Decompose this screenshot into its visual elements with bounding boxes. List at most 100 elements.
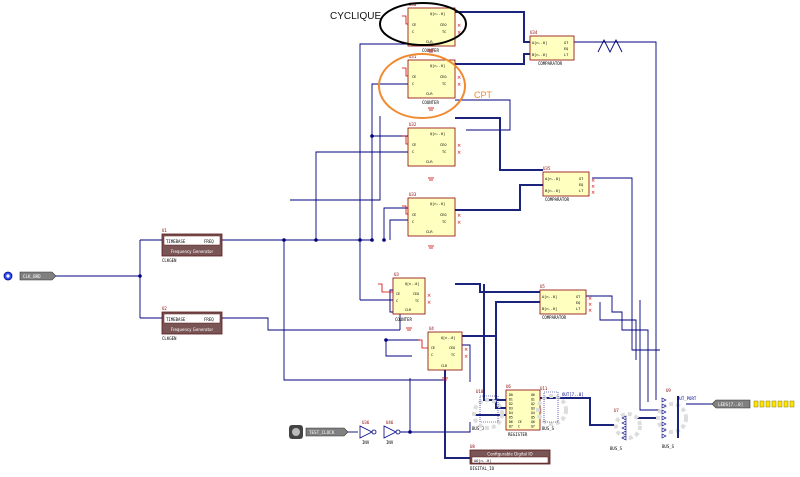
svg-text:×: × xyxy=(457,23,461,29)
pin-q: Q[n..0] xyxy=(430,202,445,206)
digital-io-name: DIGITAL_IO xyxy=(470,466,495,471)
pin-ceo: CEO xyxy=(440,75,447,79)
pin-eq: EQ xyxy=(579,183,583,187)
counter-u32[interactable]: U32 Q[n..0] CE C CEO TC CLR ×× xyxy=(407,122,461,167)
bus-joiner-name: BUS_J xyxy=(472,426,484,431)
svg-text:×: × xyxy=(464,347,468,353)
bus-joiner-u7[interactable]: U7 BUS_S xyxy=(610,408,642,451)
digital-io-ref: U8 xyxy=(470,444,475,449)
wires xyxy=(56,41,712,433)
svg-text:×: × xyxy=(588,296,592,302)
counter-u4[interactable]: U4 Q[n..0] CE C CEO TC CLR ×× xyxy=(427,326,468,371)
generator-name: CLKGEN xyxy=(162,336,177,341)
bus-joiner-u11[interactable]: U11 BUS_S xyxy=(536,386,568,431)
svg-text:×: × xyxy=(591,178,595,184)
pin-clr: CLR xyxy=(426,92,433,96)
register-u6[interactable]: U6 D0 D1 D2 D3 D4 D5 D6 D7 Q0 Q1 Q2 Q3 Q… xyxy=(505,384,542,437)
pin-q7: Q7 xyxy=(531,425,535,429)
svg-text:×: × xyxy=(457,82,461,88)
pin-a: A[n..0] xyxy=(532,41,547,45)
bus-joiner-ref: U7 xyxy=(614,408,619,413)
pin-c: C xyxy=(412,150,414,154)
generator-title: Frequency Generator xyxy=(171,249,214,254)
pin-tc: TC xyxy=(451,353,455,357)
pin-ce: CE xyxy=(412,213,416,217)
test-clock-port[interactable]: TEST_CLOCK xyxy=(305,427,349,437)
pin-ceo: CEO xyxy=(440,213,447,217)
pin-a: A[n..0] xyxy=(542,295,557,299)
generator-ref: U1 xyxy=(162,228,167,233)
pin-lt: LT xyxy=(579,189,584,193)
pin-clr: CLR xyxy=(441,364,448,368)
inverter-ref: U36 xyxy=(362,420,370,425)
pin-q2: Q2 xyxy=(531,402,535,406)
digital-io-u8[interactable]: U8 Configurable Digital IO AO[n..0] DIGI… xyxy=(469,444,551,471)
bus-joiner-u10[interactable]: U10 BUS_J xyxy=(472,389,504,431)
bus-joiner-name: BUS_S xyxy=(662,444,675,449)
digital-io-title: Configurable Digital IO xyxy=(487,452,532,457)
comparator-ref: U34 xyxy=(530,30,538,35)
pin-c: C xyxy=(412,30,414,34)
pin-a: A[n..0] xyxy=(545,177,560,181)
leds-output-port[interactable]: LEDS[7..0] xyxy=(711,399,751,409)
pin-tc: TC xyxy=(442,150,446,154)
bus-net-label: OUT[7..0] xyxy=(562,392,584,397)
pin-ceo: CEO xyxy=(440,143,447,147)
pin-q6: Q6 xyxy=(531,420,535,424)
gear-watermark-icon xyxy=(472,398,504,430)
generator-name: CLKGEN xyxy=(162,258,177,263)
pin-d0: D0 xyxy=(509,393,513,397)
pin-timebase: TIMEBASE xyxy=(166,239,186,244)
pin-q4: Q4 xyxy=(531,411,535,415)
inverter-u46[interactable]: U46 INV xyxy=(383,420,401,445)
bus-joiner-ref: U11 xyxy=(540,386,548,391)
bus-joiner-ref: U10 xyxy=(476,389,484,394)
leds-port-label: LEDS[7..0] xyxy=(718,402,743,407)
pin-q: Q[n..0] xyxy=(430,12,445,16)
counter-u31[interactable]: U31 Q[n..0] CE C CEO TC CLR COUNTER ×× xyxy=(407,54,461,105)
led-array-icon xyxy=(753,400,795,408)
pin-gt: GT xyxy=(564,41,569,45)
generator-ref: U2 xyxy=(162,306,167,311)
zigzag-wire xyxy=(597,38,623,54)
pin-ce: CE xyxy=(412,75,416,79)
test-clock-label: TEST_CLOCK xyxy=(309,430,335,435)
bus-joiner-ref: U9 xyxy=(666,388,671,393)
frequency-generator-u2[interactable]: U2 TIMEBASE FREQ Frequency Generator CLK… xyxy=(161,306,223,341)
inverter-ref: U46 xyxy=(386,420,394,425)
pin-q: Q[n..0] xyxy=(441,336,455,340)
cyclique-ellipse xyxy=(379,2,467,46)
counter-ref: U32 xyxy=(409,122,417,127)
comparator-u35[interactable]: U35 A[n..0] B[n..0] GT EQ LT COMPARATOR … xyxy=(542,166,595,202)
counter-name: COUNTER xyxy=(422,100,439,105)
test-clock-icon xyxy=(289,425,303,439)
pin-d4: D4 xyxy=(509,411,513,415)
pin-gt: GT xyxy=(576,295,581,299)
comparator-name: COMPARATOR xyxy=(545,197,570,202)
pin-q5: Q5 xyxy=(531,416,535,420)
pin-c: C xyxy=(396,299,398,303)
pin-c: C xyxy=(518,425,520,429)
pin-freq: FREQ xyxy=(204,239,214,244)
pin-d6: D6 xyxy=(509,420,513,424)
clock-port[interactable]: CLK_BRD xyxy=(19,271,57,281)
frequency-generator-u1[interactable]: U1 TIMEBASE FREQ Frequency Generator CLK… xyxy=(161,228,223,263)
counter-u3[interactable]: U3 Q[n..0] CE C CEO TC CLR COUNTER ×× xyxy=(392,272,431,322)
comparator-u5[interactable]: U5 A[n..0] B[n..0] GT EQ LT COMPARATOR ×… xyxy=(539,284,592,320)
cpt-ellipse xyxy=(378,53,466,119)
counter-ref: U33 xyxy=(409,192,417,197)
comparator-u34[interactable]: U34 A[n..0] B[n..0] GT EQ LT COMPARATOR xyxy=(529,30,575,66)
inverter-name: INV xyxy=(386,440,394,445)
svg-text:×: × xyxy=(457,220,461,226)
svg-text:×: × xyxy=(591,184,595,190)
generator-title: Frequency Generator xyxy=(171,327,214,332)
counter-u33[interactable]: U33 Q[n..0] CE C CEO TC CLR ×× xyxy=(407,192,461,237)
svg-text:×: × xyxy=(588,302,592,308)
bus-joiner-u9[interactable]: U9 BUS_S xyxy=(656,388,688,449)
svg-text:×: × xyxy=(464,354,468,360)
svg-text:×: × xyxy=(457,213,461,219)
pin-q3: Q3 xyxy=(531,407,535,411)
pin-tc: TC xyxy=(415,299,419,303)
out-net-label: OUT_PORT xyxy=(677,396,697,401)
inverter-u36[interactable]: U36 INV xyxy=(359,420,377,445)
